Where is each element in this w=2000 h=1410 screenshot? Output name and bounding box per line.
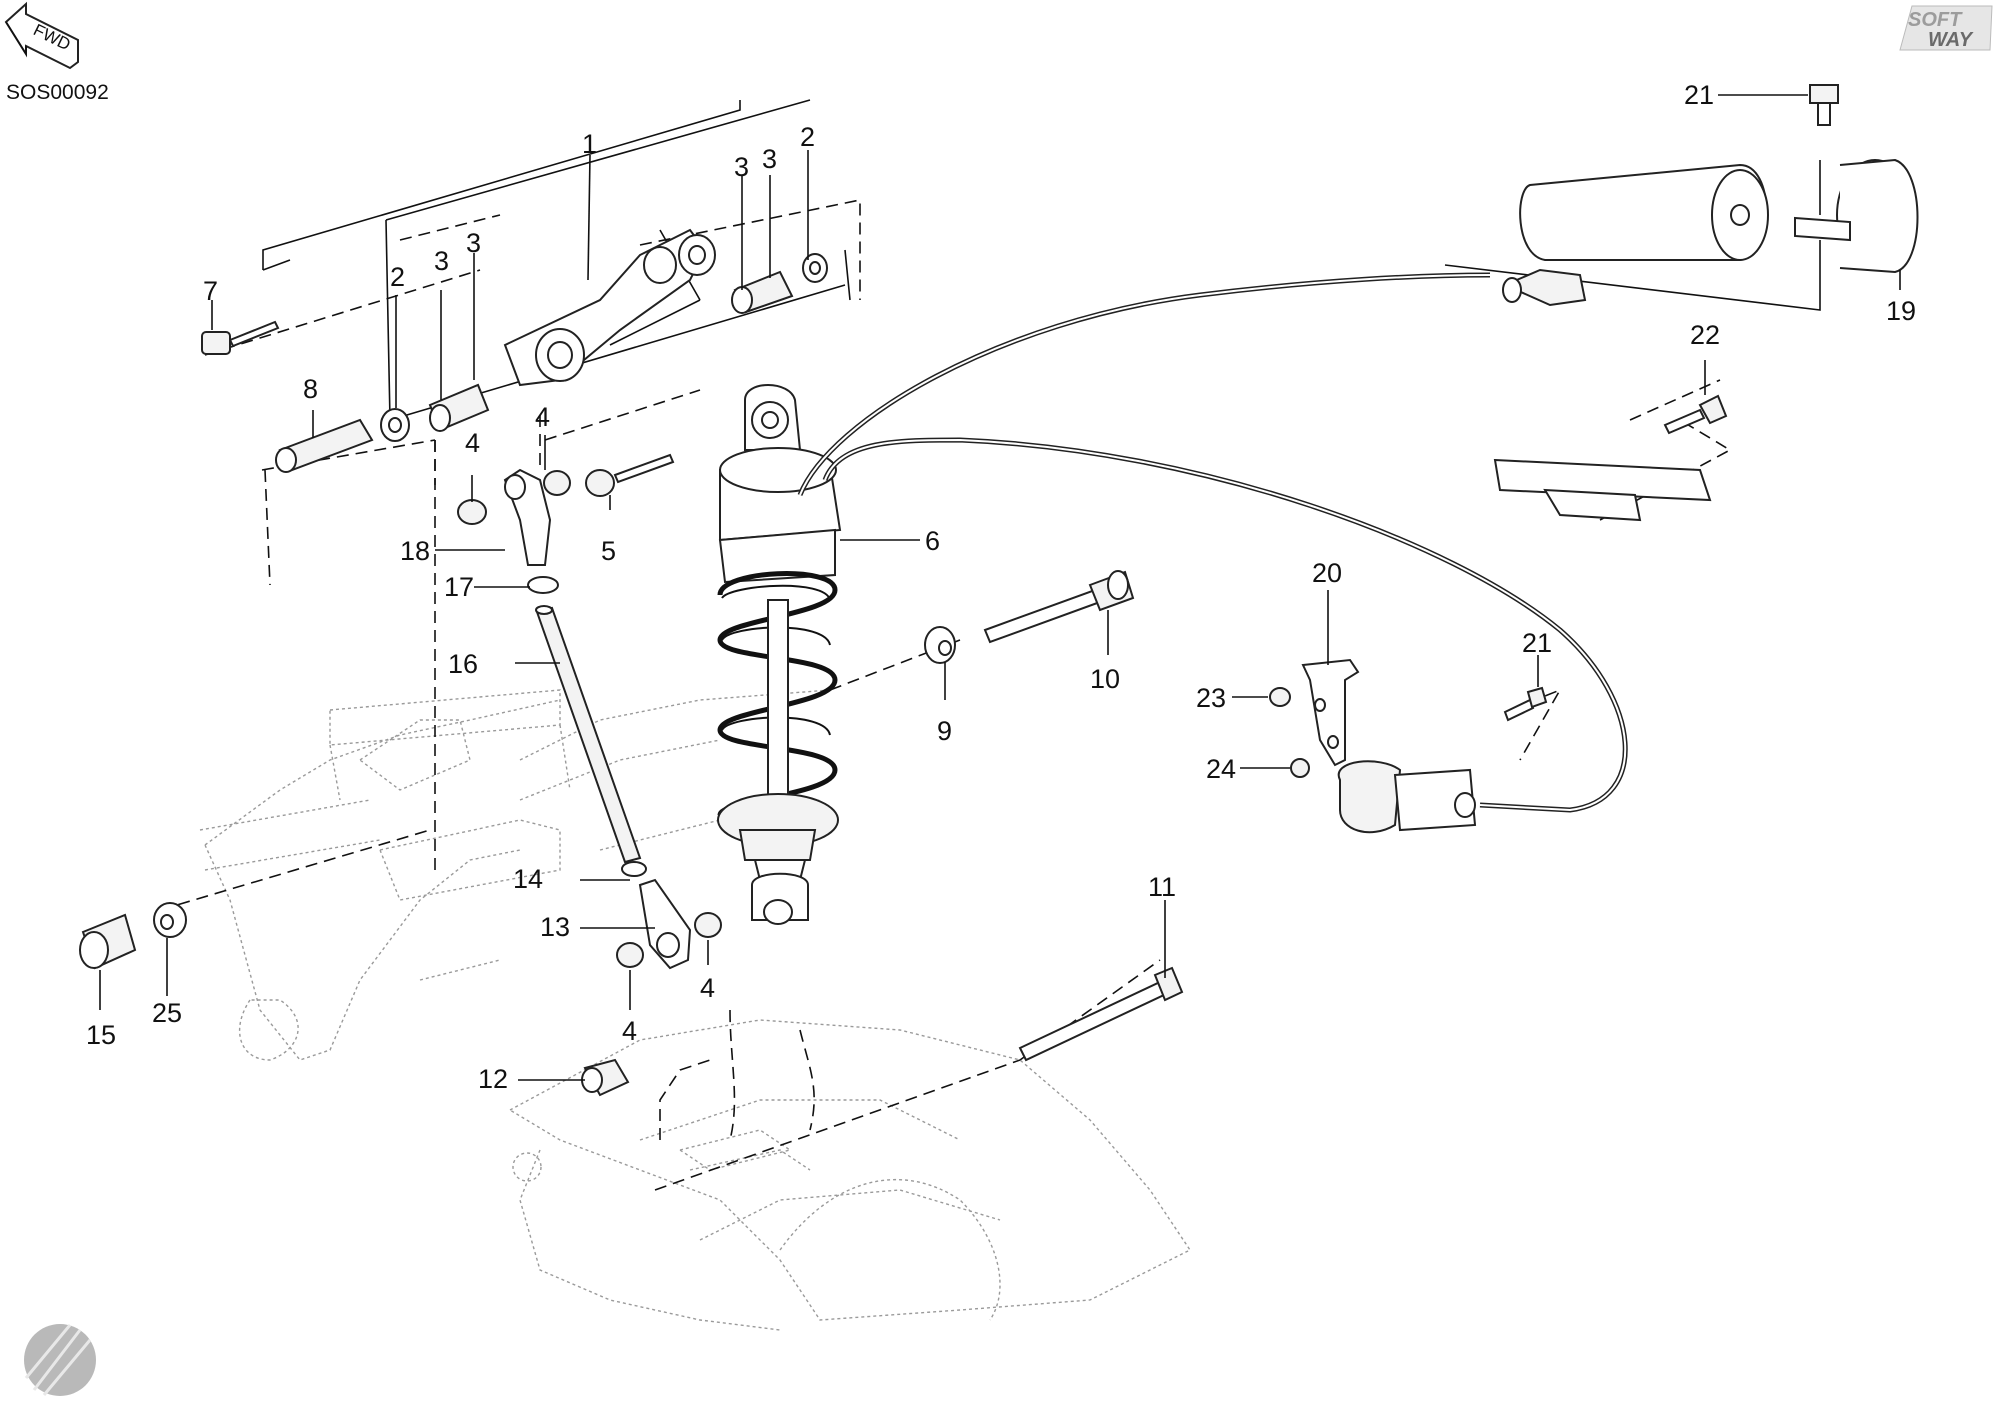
callout-8: 8	[303, 374, 318, 404]
callout-3c: 3	[734, 152, 749, 182]
callout-15: 15	[86, 1020, 116, 1050]
logo-line2: WAY	[1928, 29, 1974, 51]
rings	[527, 576, 647, 877]
shock-absorber	[717, 384, 842, 925]
logo-line1: SOFT	[1908, 9, 1963, 31]
mount-bar	[1493, 394, 1728, 522]
frame-outline	[199, 689, 831, 1061]
nuts-23-24	[1269, 687, 1310, 778]
callout-3d: 3	[762, 144, 777, 174]
callout-13: 13	[540, 912, 570, 942]
screw-21-bottom	[1503, 686, 1548, 722]
bracket-20	[1301, 658, 1360, 767]
brand-logo: SOFT WAY	[1899, 5, 1993, 51]
callout-labels: 1 2 2 3 3 3 3 4 4 4 4 5 6 7 8 9 10 11 12…	[86, 80, 1916, 1094]
callout-17: 17	[444, 572, 474, 602]
callout-2b: 2	[800, 122, 815, 152]
swingarm-outline	[508, 1019, 1192, 1331]
callout-12: 12	[478, 1064, 508, 1094]
washer-9	[924, 626, 956, 664]
callout-2a: 2	[390, 262, 405, 292]
hydraulic-hose	[797, 272, 1628, 813]
drawing-code: SOS00092	[6, 81, 109, 104]
bolt-10	[983, 570, 1135, 644]
callout-4d: 4	[622, 1016, 637, 1046]
callout-6: 6	[925, 526, 940, 556]
callout-21a: 21	[1684, 80, 1714, 110]
clamp-19	[1794, 158, 1919, 274]
bushing-left	[380, 383, 490, 442]
callout-16: 16	[448, 649, 478, 679]
bolt-7	[201, 320, 280, 355]
washer-25	[153, 902, 187, 938]
callout-7: 7	[203, 276, 218, 306]
callout-20: 20	[1312, 558, 1342, 588]
fwd-arrow-icon: FWD	[4, 1, 79, 70]
callout-leaders	[99, 94, 1901, 1081]
callout-1: 1	[582, 129, 597, 159]
callout-18: 18	[400, 536, 430, 566]
spacer-8	[275, 418, 374, 473]
hatched-disc-icon	[24, 1324, 96, 1396]
callout-14: 14	[513, 864, 543, 894]
bolt-5	[585, 453, 675, 497]
tie-rod-16	[535, 605, 642, 864]
nuts-4	[457, 470, 722, 968]
mount-15	[79, 913, 137, 970]
callout-19: 19	[1886, 296, 1916, 326]
rod-end-13	[638, 878, 692, 970]
nut-12	[581, 1058, 630, 1097]
callout-11: 11	[1148, 872, 1176, 902]
callout-21b: 21	[1522, 628, 1552, 658]
callout-9: 9	[937, 716, 952, 746]
callout-4a: 4	[465, 428, 480, 458]
callout-24: 24	[1206, 754, 1236, 784]
rocker-arm	[503, 228, 716, 387]
callout-4b: 4	[535, 402, 550, 432]
screw-21-top	[1809, 84, 1839, 126]
callout-22: 22	[1690, 320, 1720, 350]
explode-axes	[159, 99, 1821, 1191]
callout-25: 25	[152, 998, 182, 1028]
callout-5: 5	[601, 536, 616, 566]
callout-23: 23	[1196, 683, 1226, 713]
callout-4c: 4	[700, 973, 715, 1003]
reservoir	[1502, 163, 1769, 307]
callout-3b: 3	[466, 228, 481, 258]
bushing-right	[731, 253, 828, 314]
preload-adjuster	[1337, 760, 1477, 834]
bolt-11	[1018, 966, 1184, 1062]
rod-end-18	[503, 468, 552, 566]
callout-10: 10	[1090, 664, 1120, 694]
callout-3a: 3	[434, 246, 449, 276]
